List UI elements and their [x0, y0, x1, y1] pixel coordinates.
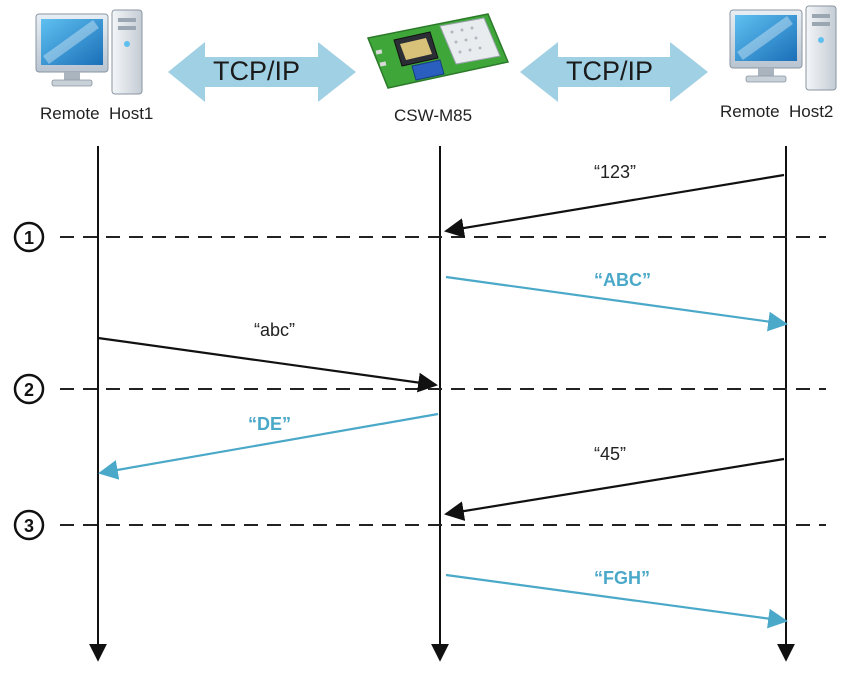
message-label-3: “abc”: [254, 320, 296, 340]
message-label-1: “123”: [594, 162, 637, 182]
step-3-marker: ③ 3: [13, 509, 45, 541]
lifelines: [89, 146, 795, 662]
message-arrow-6: [445, 573, 788, 629]
message-arrow-5: [444, 457, 785, 521]
message-arrow-4: [98, 412, 439, 480]
link-right-label: TCP/IP: [566, 56, 654, 86]
message-arrow-3: [97, 336, 438, 393]
link-left-label: TCP/IP: [213, 56, 301, 86]
double-arrow-icon: [520, 42, 708, 102]
step-2-marker: ② 2: [13, 373, 45, 405]
step-1-marker: ① 1: [13, 221, 45, 253]
tcp-ip-link-left: [168, 42, 356, 102]
message-arrow-2: [445, 275, 788, 332]
svg-text:1: 1: [24, 228, 34, 248]
step-separators: [60, 236, 826, 526]
host2-computer-icon: [729, 5, 837, 91]
double-arrow-icon: [168, 42, 356, 102]
host2-label: Remote Host2: [720, 102, 834, 121]
host1-label: Remote Host1: [40, 104, 154, 123]
device-label: CSW-M85: [394, 106, 473, 125]
message-arrow-1: [444, 173, 785, 238]
wifi-module-board-icon: [366, 13, 510, 89]
message-label-4: “DE”: [248, 414, 292, 434]
message-label-6: “FGH”: [594, 568, 650, 588]
message-label-5: “45”: [594, 444, 627, 464]
tcp-ip-link-right: [520, 42, 708, 102]
messages: [97, 173, 788, 629]
svg-text:2: 2: [24, 380, 34, 400]
host1-computer-icon: [35, 9, 143, 95]
message-label-2: “ABC”: [594, 270, 651, 290]
svg-text:3: 3: [24, 516, 34, 536]
